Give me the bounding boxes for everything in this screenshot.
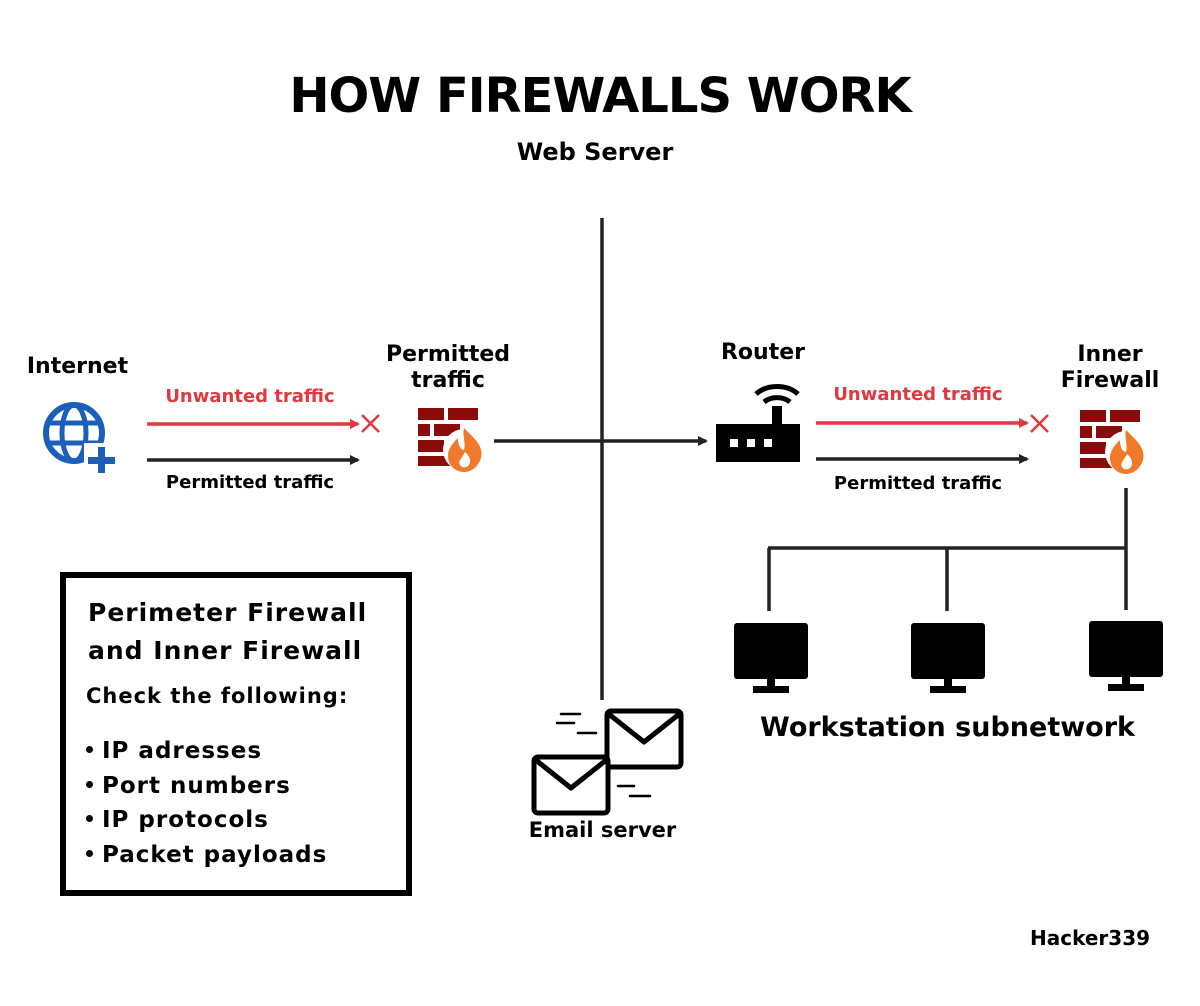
checklist-heading: Perimeter Firewall and Inner Firewall <box>88 594 367 670</box>
envelopes-icon <box>531 708 684 816</box>
internet-label: Internet <box>26 354 129 379</box>
checklist-item-text: Port numbers <box>102 772 291 799</box>
checklist-item-text: IP adresses <box>102 738 263 764</box>
author-credit: Hacker339 <box>1030 926 1151 950</box>
bullet-icon <box>86 849 93 857</box>
web-server-label: Web Server <box>516 138 674 166</box>
checklist-item: IP adresses <box>84 734 327 769</box>
x-mark-icon <box>1030 414 1049 433</box>
unwanted-traffic-label: Unwanted traffic <box>833 384 1003 405</box>
checklist-heading-line2: and Inner Firewall <box>88 636 363 665</box>
checklist-item-text: Packet payloads <box>102 841 328 868</box>
subnetwork-links <box>767 488 1128 611</box>
perimeter-firewall-label: Permitted traffic <box>378 342 518 394</box>
bullet-icon <box>86 780 93 788</box>
brick-wall-flame-icon <box>1080 410 1147 474</box>
permitted-traffic-label: Permitted traffic <box>165 472 335 493</box>
monitor-icon <box>1089 621 1163 691</box>
checklist-subheading: Check the following: <box>86 684 349 708</box>
inner-firewall-label-line2: Firewall <box>1060 368 1160 393</box>
monitor-icon <box>734 623 808 693</box>
wifi-router-icon <box>716 384 800 462</box>
checklist-items: IP adresses Port numbers IP protocols Pa… <box>84 734 327 872</box>
permitted-traffic-label: Permitted traffic <box>833 473 1003 494</box>
checklist-item: Port numbers <box>84 769 327 804</box>
checklist-heading-line1: Perimeter Firewall <box>88 598 368 627</box>
inner-firewall-label-line1: Inner <box>1077 342 1143 367</box>
x-mark-icon <box>361 414 380 433</box>
brick-wall-flame-icon <box>418 408 485 472</box>
globe-plus-icon <box>43 402 118 477</box>
perimeter-firewall-label-line2: traffic <box>411 368 485 393</box>
monitor-icon <box>911 623 985 693</box>
checklist-item-text: IP protocols <box>102 807 269 833</box>
perimeter-firewall-label-line1: Permitted <box>385 342 511 367</box>
router-label: Router <box>720 340 805 365</box>
inner-firewall-label: Inner Firewall <box>1050 342 1170 394</box>
bullet-icon <box>86 815 93 822</box>
page-title: HOW FIREWALLS WORK <box>289 68 911 124</box>
workstation-subnetwork-label: Workstation subnetwork <box>760 712 1135 743</box>
email-server-label: Email server <box>528 818 677 842</box>
unwanted-traffic-label: Unwanted traffic <box>165 386 335 407</box>
checklist-box: Perimeter Firewall and Inner Firewall Ch… <box>60 572 412 896</box>
checklist-item: IP protocols <box>84 803 327 838</box>
checklist-item: Packet payloads <box>84 838 327 873</box>
bullet-icon <box>86 746 93 753</box>
